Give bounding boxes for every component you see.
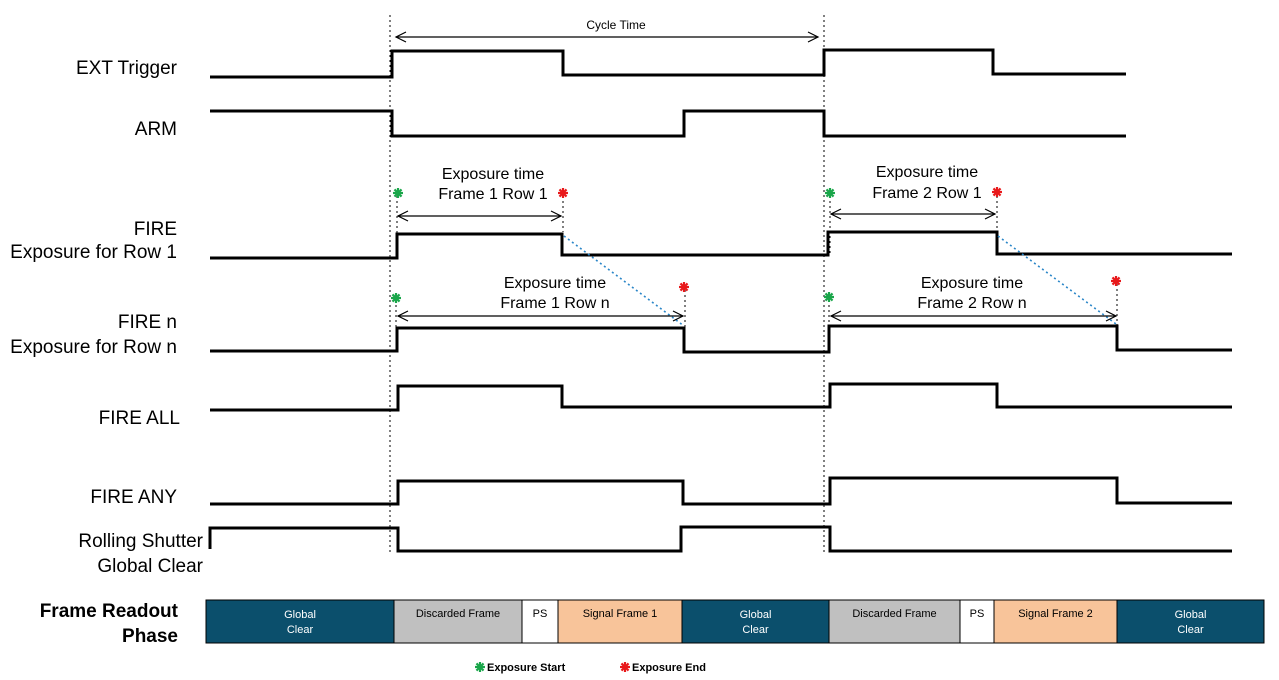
exp-f2r1-line1: Exposure time [876, 164, 978, 181]
exposure-start-star-icon [825, 188, 835, 198]
exp-f2r1-line2: Frame 2 Row 1 [872, 185, 981, 202]
arm-wave [210, 109, 1126, 138]
fire-row1-label-line1: FIRE [134, 219, 177, 240]
fire-row1-label-line2: Exposure for Row 1 [10, 242, 177, 263]
phase-segment [393, 599, 523, 644]
phase-segment-label-line2: Clear [1177, 624, 1204, 636]
phase-segment-label-line2: Clear [742, 624, 769, 636]
phase-segment-label: Signal Frame 1 [583, 608, 658, 620]
phase-segment-label: PS [533, 608, 548, 620]
exposure-arrow-f1rn [396, 310, 685, 322]
legend-start-star-icon [475, 662, 485, 672]
phase-segment [205, 599, 395, 644]
fire-any-label: FIRE ANY [90, 487, 177, 508]
fire-rown-label-line1: FIRE n [118, 312, 177, 333]
exposure-end-star-icon [558, 188, 568, 198]
exposure-arrow-f1r1 [396, 210, 563, 222]
phase-segment-label: PS [970, 608, 985, 620]
exposure-end-star-icon [679, 282, 689, 292]
rolling-shutter-wave [208, 525, 1232, 553]
fire-rown-wave [210, 324, 1232, 354]
exp-f1rn-line1: Exposure time [504, 275, 606, 292]
fire-row1-wave [210, 230, 1232, 260]
phase-segment-label: Global [740, 609, 772, 621]
phase-segment-label: Global [284, 609, 316, 621]
legend-end-star-icon [620, 662, 630, 672]
phase-segment-label: Global [1175, 609, 1207, 621]
phase-label-line1: Frame Readout [40, 601, 179, 622]
exposure-end-star-icon [620, 662, 630, 672]
exposure-markers [391, 187, 1121, 303]
exp-f1r1-line2: Frame 1 Row 1 [438, 186, 547, 203]
phase-segment-label: Discarded Frame [852, 608, 936, 620]
exposure-arrow-f2r1 [829, 208, 997, 220]
exposure-start-star-icon [393, 188, 403, 198]
cycle-time-label: Cycle Time [586, 18, 646, 32]
rolling-shutter-label-line2: Global Clear [97, 556, 203, 577]
phase-segment [1116, 599, 1265, 644]
phase-segment-label-line2: Clear [287, 624, 314, 636]
phase-segment-label: Discarded Frame [416, 608, 500, 620]
phase-segment [959, 599, 995, 644]
exposure-arrow-f2rn [829, 310, 1118, 322]
rolling-shutter-label-line1: Rolling Shutter [78, 531, 203, 552]
ext-trigger-label: EXT Trigger [76, 58, 178, 79]
phase-segment-label: Signal Frame 2 [1018, 608, 1093, 620]
rolling-slope-frame1 [563, 235, 685, 327]
phase-segment [681, 599, 830, 644]
arm-label: ARM [135, 119, 177, 140]
exposure-start-star-icon [391, 293, 401, 303]
exp-f2rn-line1: Exposure time [921, 275, 1023, 292]
legend-start-label: Exposure Start [487, 662, 566, 674]
exposure-start-star-icon [475, 662, 485, 672]
fire-all-label: FIRE ALL [99, 408, 180, 429]
legend: Exposure Start Exposure End [475, 662, 706, 674]
exposure-end-star-icon [992, 187, 1002, 197]
phase-segment [993, 599, 1118, 644]
cycle-time-arrow [394, 31, 820, 43]
fire-all-wave [210, 382, 1232, 412]
phase-label-line2: Phase [122, 626, 178, 647]
fire-rown-label-line2: Exposure for Row n [10, 337, 177, 358]
phase-segment [521, 599, 559, 644]
ext-trigger-wave [210, 48, 1126, 79]
exposure-end-star-icon [1111, 276, 1121, 286]
exposure-start-star-icon [824, 292, 834, 302]
exp-f1rn-line2: Frame 1 Row n [500, 295, 609, 312]
exp-f1r1-line1: Exposure time [442, 166, 544, 183]
fire-any-wave [210, 476, 1232, 506]
exp-f2rn-line2: Frame 2 Row n [917, 295, 1026, 312]
legend-end-label: Exposure End [632, 662, 706, 674]
phase-segment [828, 599, 961, 644]
phase-segment [557, 599, 683, 644]
